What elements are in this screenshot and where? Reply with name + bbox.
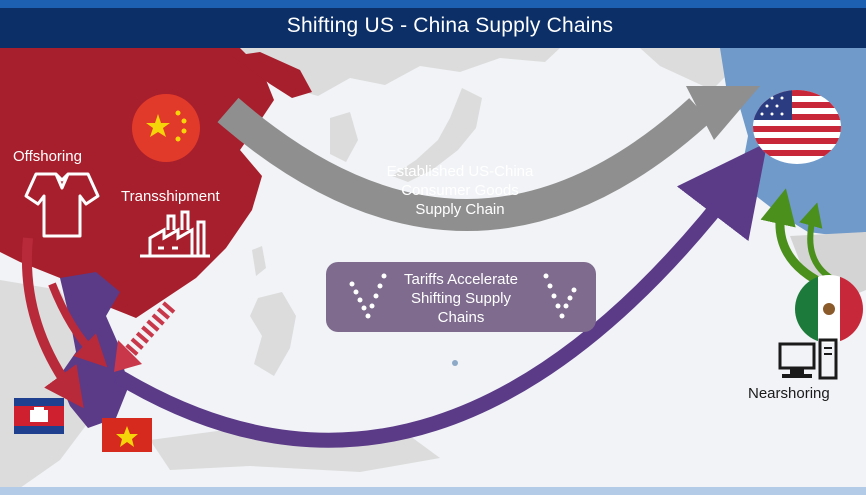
factory-icon: [140, 210, 210, 258]
established-line-1: Established US-China: [386, 163, 534, 180]
established-line-3: Supply Chain: [415, 201, 505, 218]
title-bar: Shifting US - China Supply Chains: [0, 0, 866, 48]
indonesia-landmass: [150, 428, 440, 472]
computer-icon: [778, 338, 838, 380]
page-title: Shifting US - China Supply Chains: [286, 14, 614, 37]
shirt-icon: [24, 172, 100, 238]
china-flag-icon: [132, 94, 200, 162]
vietnam-flag-icon: [102, 418, 152, 452]
hawaii-marker: [452, 360, 458, 366]
tariffs-line-1: Tariffs Accelerate: [404, 271, 518, 288]
transshipment-label: Transshipment: [121, 188, 220, 205]
transshipment-arrowhead: [114, 340, 142, 372]
taiwan-landmass: [252, 246, 266, 276]
tariffs-label: Tariffs Accelerate Shifting Supply Chain…: [386, 270, 536, 327]
japan-landmass: [392, 88, 482, 182]
tariffs-line-2: Shifting Supply: [410, 290, 512, 307]
offshoring-arrow-left: [21, 237, 84, 409]
established-chain-label: Established US-China Consumer Goods Supp…: [350, 162, 570, 219]
usa-flag-icon: [753, 90, 841, 164]
offshoring-label: Offshoring: [13, 148, 82, 165]
checkmark-icon: [349, 273, 387, 319]
shifting-supply-chain-arrow: [114, 142, 768, 448]
russia-landmass: [240, 48, 560, 96]
mexico-flag-icon: [795, 275, 863, 343]
tariffs-box: [326, 262, 596, 332]
transshipment-arrow: [124, 301, 176, 357]
offshoring-arrow-right: [48, 282, 108, 368]
checkmark-icon: [543, 273, 577, 319]
cambodia-flag-icon: [14, 398, 64, 434]
alaska-landmass: [640, 48, 730, 90]
established-line-2: Consumer Goods: [401, 182, 519, 199]
korea-landmass: [330, 112, 358, 162]
established-arrowhead: [686, 86, 760, 140]
title-stripe: [0, 0, 866, 8]
bottom-band: [0, 487, 866, 495]
china-coast-detail: [232, 52, 312, 98]
tariffs-line-3: Chains: [437, 309, 485, 326]
philippines-landmass: [250, 292, 296, 376]
nearshoring-label: Nearshoring: [748, 385, 830, 402]
established-supply-chain-arrow: [217, 97, 711, 231]
